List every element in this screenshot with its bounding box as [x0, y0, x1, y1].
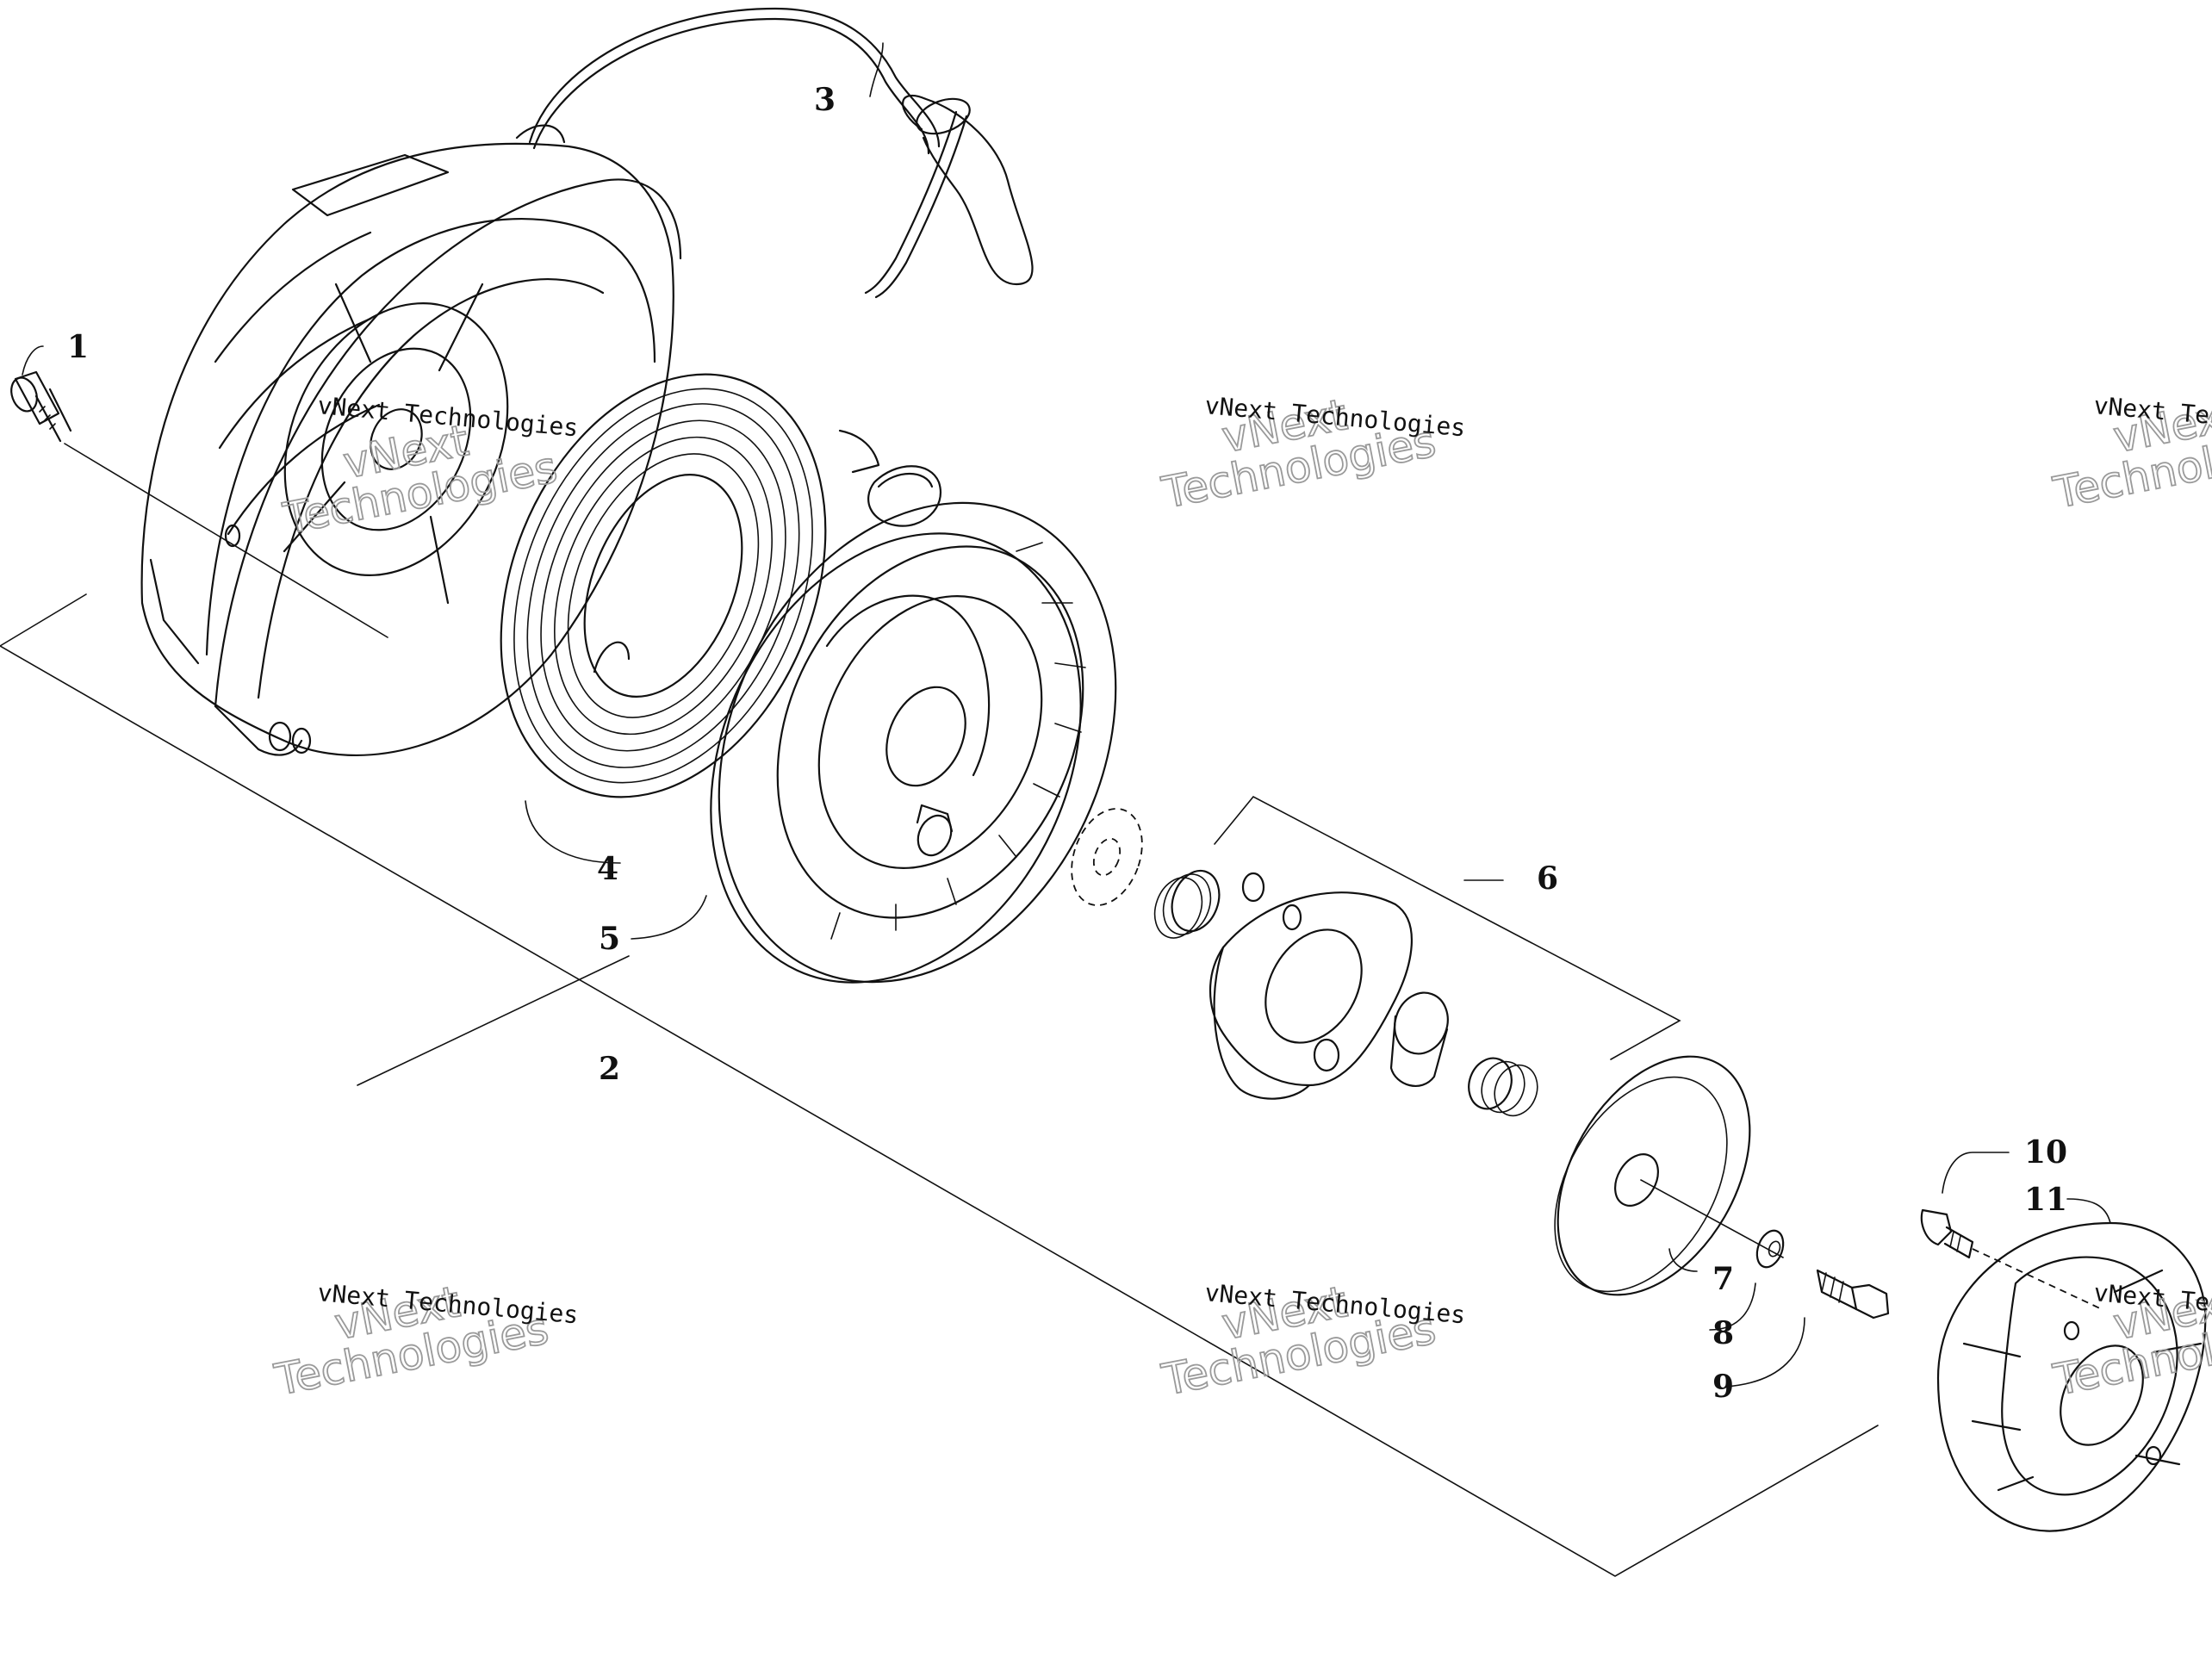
watermark-bottom-left: vNext Technologies	[270, 1276, 553, 1406]
callout-1: 1	[67, 329, 89, 365]
callout-9: 9	[1712, 1369, 1734, 1405]
recoil-spring	[500, 373, 880, 798]
housing-screw	[10, 370, 388, 638]
watermark-top-center: vNext Technologies	[1157, 388, 1440, 519]
cover-plate	[1554, 1055, 1784, 1296]
callout-4: 4	[597, 851, 618, 887]
washer-dashed	[1071, 808, 1143, 906]
callout-6: 6	[1537, 860, 1558, 897]
starter-cup	[1936, 1221, 2207, 1532]
cup-bolt	[1920, 1208, 2103, 1310]
callout-labels: 1 2 3 4 5 6 7 8 9 10 11	[67, 82, 2067, 1405]
callout-10: 10	[2024, 1134, 2067, 1171]
callout-11: 11	[2024, 1182, 2067, 1218]
small-washer	[1755, 1229, 1785, 1269]
ratchet-assembly	[1153, 795, 1681, 1117]
callout-2: 2	[599, 1051, 620, 1087]
starter-rope	[528, 7, 1034, 299]
callout-8: 8	[1712, 1315, 1734, 1351]
callout-3: 3	[814, 82, 836, 118]
rope-pulley	[710, 465, 1117, 984]
callout-5: 5	[599, 921, 620, 957]
bolt	[1816, 1269, 1890, 1320]
callout-7: 7	[1712, 1261, 1734, 1297]
leader-lines	[0, 42, 2111, 1577]
starter-housing	[140, 124, 682, 756]
